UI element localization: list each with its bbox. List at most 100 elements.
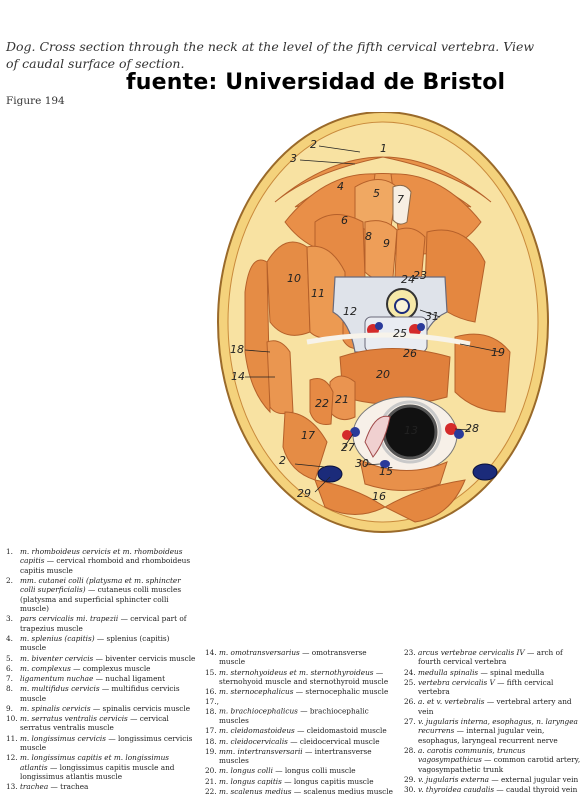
diagram-label: 21 — [335, 393, 349, 406]
legend-english-term: cervical part of trapezius muscle — [20, 614, 187, 633]
legend-english-term: internal jugular vein, esophagus, laryng… — [418, 726, 558, 745]
legend-number: 3. — [6, 614, 13, 624]
internal-jugular-vein-right — [454, 429, 464, 439]
figure-number: Figure 194 — [6, 95, 65, 107]
legend-english-term: cervical rhomboid and rhomboideus capiti… — [20, 556, 191, 575]
caudal-thyroid-vein — [380, 460, 390, 468]
legend-latin-term: m. longus colli — [219, 766, 273, 776]
legend-number: 26. — [404, 697, 416, 707]
legend-number: 13. — [6, 782, 18, 792]
legend-english-term: vertebral artery and vein — [418, 697, 572, 716]
legend-item: 1.m. rhomboideus cervicis et m. rhomboid… — [6, 547, 191, 575]
legend-latin-term: trachea — [20, 782, 49, 792]
vertebral-vein-right — [417, 323, 425, 331]
legend-latin-term: vertebra cervicalis V — [418, 677, 495, 687]
legend-english-term: external jugular vein — [500, 775, 579, 785]
legend-number: 24. — [404, 667, 416, 677]
diagram-label: 16 — [372, 490, 386, 503]
legend-number: 7. — [6, 674, 13, 684]
diagram-label: 8 — [365, 230, 372, 243]
legend-number: 25. — [404, 677, 416, 687]
legend-item: 7.ligamentum nuchae — nuchal ligament — [6, 674, 166, 684]
diagram-label: 10 — [287, 272, 301, 285]
legend-number: 28. — [404, 746, 416, 756]
legend-number: 17. — [205, 726, 217, 736]
leader-line — [318, 145, 361, 153]
diagram-label: 2 — [279, 454, 286, 467]
legend-number: 1. — [6, 547, 13, 556]
diagram-label: 17 — [301, 429, 315, 442]
legend-column-1: 1.m. rhomboideus cervicis et m. rhomboid… — [6, 547, 196, 793]
legend-item: 29.v. jugularis externa — external jugul… — [404, 775, 579, 785]
legend-item: 10.m. serratus ventralis cervicis — cerv… — [6, 714, 169, 733]
legend-item: 26.a. et v. vertebralis — vertebral arte… — [404, 697, 572, 716]
legend-english-term: multifidus cervicis muscle — [20, 684, 180, 703]
omotransverse-muscle — [266, 340, 294, 415]
legend-column-2: 14.m. omotransversarius — omotransverse … — [205, 648, 395, 797]
legend-english-term: arch of fourth cervical vertebra — [418, 648, 563, 667]
legend-column-3: 23.arcus vertebrae cervicalis IV — arch … — [404, 648, 581, 795]
legend-number: 10. — [6, 714, 18, 724]
legend-item: 4.m. splenius (capitis) — splenius (capi… — [6, 634, 170, 653]
legend-english-term: cleidocervical muscle — [299, 736, 380, 746]
external-jugular-vein-left — [317, 465, 343, 483]
legend-item: 12.m. longissimus capitis et m. longissi… — [6, 753, 175, 782]
legend-item: 16.m. sternocephalicus — sternocephalic … — [205, 687, 389, 697]
legend-latin-term: m. serratus ventralis cervicis — [20, 714, 128, 724]
diagram-label: 22 — [315, 397, 329, 410]
legend-latin-term: m. cleidocervicalis — [219, 736, 288, 746]
diagram-label: 31 — [425, 310, 439, 323]
diagram-label: 4 — [337, 180, 344, 193]
legend-item: 2.mm. cutanei colli (platysma et m. sphi… — [6, 576, 182, 614]
diagram-label: 14 — [231, 370, 245, 383]
external-jugular-vein-right — [472, 463, 498, 481]
legend-item: 20.m. longus colli — longus colli muscle — [205, 766, 356, 776]
diagram-label: 30 — [355, 457, 369, 470]
legend-number: 4. — [6, 634, 13, 644]
legend-item: 28.a. carotis communis, truncus vagosymp… — [404, 746, 581, 774]
diagram-label: 20 — [376, 368, 390, 381]
legend-number: 16. — [205, 687, 217, 697]
vertebral-vein-left — [375, 322, 383, 330]
legend-latin-term: arcus vertebrae cervicalis IV — [418, 648, 525, 657]
legend-number: 20. — [205, 766, 217, 776]
legend-latin-term: m. splenius (capitis) — [20, 634, 95, 644]
legend-english-term: sternocephalic muscle — [305, 687, 389, 697]
legend-latin-term: pars cervicalis mi. trapezii — [20, 614, 119, 624]
legend-number: 11. — [6, 733, 18, 743]
esophagus — [364, 415, 391, 458]
leader-line — [299, 159, 356, 165]
legend-latin-term: m. scalenus medius — [219, 786, 292, 796]
diagram-label: 13 — [404, 424, 418, 437]
legend-item: 8.m. multifidus cervicis — multifidus ce… — [6, 684, 180, 703]
legend-latin-term: ligamentum nuchae — [20, 674, 94, 684]
legend-latin-term: v. jugularis interna, esophagus, n. lary… — [418, 717, 578, 736]
legend-item: 5.m. biventer cervicis — biventer cervic… — [6, 653, 196, 663]
leader-line — [314, 476, 331, 493]
diagram-label: 3 — [290, 152, 297, 165]
legend-english-term: longissimus cervicis muscle — [20, 733, 193, 753]
legend-item: 6.m. complexus — complexus muscle — [6, 663, 151, 673]
legend-english-term: cervical serratus ventralis muscle — [20, 714, 169, 733]
legend-item: 18.m. cleidocervicalis — cleidocervical … — [205, 736, 380, 746]
legend-item: 17., 18.m. brachiocephalicus — brachioce… — [205, 697, 369, 726]
legend-item: 13.trachea — trachea — [6, 782, 89, 792]
legend-latin-term: m. longus capitis — [219, 776, 282, 786]
legend-english-term: longus capitis muscle — [293, 776, 374, 786]
legend-item: 11.m. longissimus cervicis — longissimus… — [6, 733, 193, 753]
legend-number: 29. — [404, 775, 416, 785]
legend-item: 23.arcus vertebrae cervicalis IV — arch … — [404, 648, 563, 667]
legend-english-term: caudal thyroid vein — [506, 785, 578, 795]
intertransverse-muscles — [454, 333, 511, 413]
diagram-label: 18 — [230, 343, 244, 356]
legend-number: 23. — [404, 648, 416, 657]
legend-english-term: brachiocephalic muscles — [219, 706, 369, 726]
legend-number: 30. — [404, 785, 416, 795]
diagram-label: 26 — [403, 347, 417, 360]
legend-english-term: cutaneus colli muscles (platysma and sup… — [20, 585, 182, 614]
diagram-label: 6 — [341, 214, 348, 227]
legend-latin-term: m. omotransversarius — [219, 648, 300, 657]
legend-number: 27. — [404, 717, 416, 727]
legend-latin-term: m. longissimus capitis et m. longissimus… — [20, 753, 170, 772]
